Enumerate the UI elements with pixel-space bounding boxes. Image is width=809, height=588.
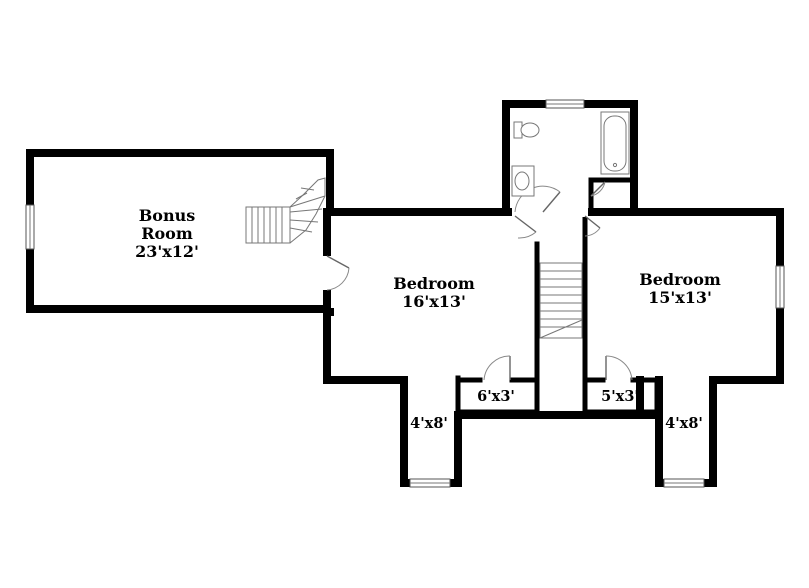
doors: [326, 181, 633, 381]
bedroom-left-label: Bedroom: [393, 274, 475, 293]
stairs-bonus: [245, 177, 326, 244]
door-icon: [483, 355, 511, 381]
bedroom-left-size: 16'x13': [402, 292, 466, 311]
windows: [25, 99, 785, 488]
bonus-room-label-line1: Bonus: [139, 206, 195, 225]
bonus-room-size: 23'x12': [135, 242, 199, 261]
toilet-icon: [513, 121, 540, 139]
bonus-room-label-line2: Room: [141, 224, 193, 243]
door-icon: [326, 255, 350, 291]
closet-left-size: 6'x3': [477, 388, 515, 405]
door-openings: [323, 207, 588, 290]
bedroom-right-size: 15'x13': [648, 288, 712, 307]
sink-icon: [511, 165, 535, 197]
nook-right-size: 4'x8': [665, 415, 703, 432]
window-icon: [25, 204, 35, 250]
upper-hall-top-wall: [323, 208, 784, 487]
bath-partition: [588, 177, 637, 215]
walls: [26, 100, 784, 487]
door-icon: [514, 215, 537, 239]
window-icon: [775, 265, 785, 309]
door-icon: [590, 181, 606, 197]
window-icon: [545, 99, 585, 109]
window-icon: [409, 478, 451, 488]
bedroom-right-label: Bedroom: [639, 270, 721, 289]
stairs-hall: [539, 262, 583, 339]
nook-left-size: 4'x8': [410, 415, 448, 432]
window-icon: [663, 478, 705, 488]
stairwell-walls: [534, 209, 588, 415]
bathroom-fixtures: [511, 111, 630, 197]
door-icon: [584, 215, 601, 237]
bathtub-icon: [600, 111, 630, 175]
room-labels: Bonus Room 23'x12' Bedroom 16'x13' Bedro…: [135, 206, 721, 432]
bedroom-left-walls: [323, 208, 644, 487]
closet-right-size: 5'x3': [601, 388, 639, 405]
door-icon: [605, 355, 633, 381]
